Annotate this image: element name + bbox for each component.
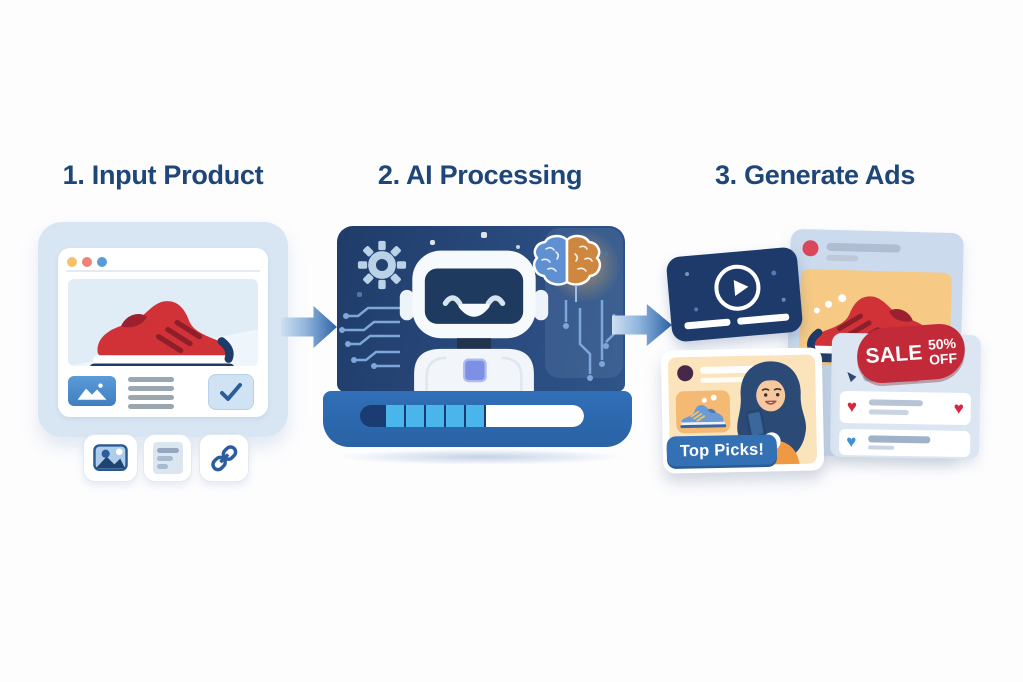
top-picks-badge: Top Picks! (666, 434, 778, 467)
heart-icon-red: ♥ (953, 398, 964, 419)
step-1-title: 1. Input Product (62, 160, 264, 190)
engagement-row: ♥ ♥ (839, 390, 972, 426)
browser-dot-yellow (67, 257, 77, 267)
header-line (826, 254, 859, 262)
top-picks-card: Top Picks! (660, 347, 825, 474)
circuit-traces-right (563, 300, 616, 381)
progress-segment (466, 405, 484, 427)
checkbox (208, 374, 254, 410)
robot-face (424, 268, 524, 324)
robot-smile (458, 303, 490, 317)
link-button (199, 434, 249, 482)
robot-chest-button (463, 358, 487, 383)
avatar (677, 365, 694, 382)
heart-icon-blue: ♥ (846, 431, 857, 452)
step-2-title: 2. AI Processing (377, 160, 583, 190)
progress-segment (446, 405, 464, 427)
browser-dot-red (82, 257, 92, 267)
engagement-card: ♥ ♥ ♥ (829, 332, 982, 460)
browser-window (58, 248, 268, 417)
sale-off-label: OFF (928, 349, 958, 368)
robot-ear-left (399, 289, 415, 321)
robot-ear-right (533, 289, 549, 321)
step-3-title: 3. Generate Ads (714, 160, 916, 190)
progress-segment (386, 405, 404, 427)
sale-label: SALE (864, 340, 924, 368)
text-button (143, 434, 192, 482)
text-line (128, 395, 174, 400)
screen-dot (430, 240, 435, 245)
product-image-area (68, 279, 258, 366)
browser-divider (66, 270, 260, 272)
red-sneaker-illustration (90, 301, 234, 366)
engagement-row: ♥ (838, 428, 971, 458)
blue-sneaker-illustration (680, 405, 727, 429)
circuit-traces-left (339, 306, 400, 369)
text-lines-icon (152, 442, 183, 474)
image-placeholder-icon (68, 376, 116, 406)
gear-icon (357, 240, 407, 290)
photo-button (83, 434, 138, 482)
screen-dot (516, 245, 520, 249)
header-line (826, 242, 901, 253)
input-product-card (38, 222, 288, 437)
progress-segment (406, 405, 424, 427)
product-thumb (675, 390, 731, 434)
text-line (128, 404, 174, 409)
text-line (128, 377, 174, 382)
video-ad-card (665, 246, 804, 343)
progress-segment (426, 405, 444, 427)
robot-eye-left (442, 295, 463, 307)
video-scrubber (737, 313, 790, 325)
link-icon (211, 445, 238, 472)
robot-eye-right (485, 295, 506, 307)
brain-icon (532, 234, 602, 302)
robot (399, 250, 549, 395)
screen-dot (604, 252, 608, 256)
mountain-icon (77, 383, 107, 400)
arrow-right-icon (281, 306, 337, 348)
heart-icon-red: ♥ (846, 396, 858, 417)
laptop-shadow (336, 449, 626, 465)
video-scrubber (684, 318, 731, 330)
photo-icon (93, 444, 128, 472)
avatar (802, 240, 819, 257)
top-picks-content (667, 354, 818, 467)
progress-bar (360, 405, 584, 427)
screen-dot (481, 232, 487, 238)
progress-remaining (486, 405, 584, 427)
play-icon (712, 262, 763, 313)
top-picks-label: Top Picks! (679, 440, 765, 460)
checkbox-check-icon (220, 383, 242, 401)
shopper-illustration (737, 361, 807, 467)
screen-dot (357, 292, 362, 297)
cursor-icon (847, 371, 857, 383)
browser-dot-blue (97, 257, 107, 267)
robot-neck (457, 338, 491, 349)
laptop-base (323, 391, 632, 447)
text-line (128, 386, 174, 391)
